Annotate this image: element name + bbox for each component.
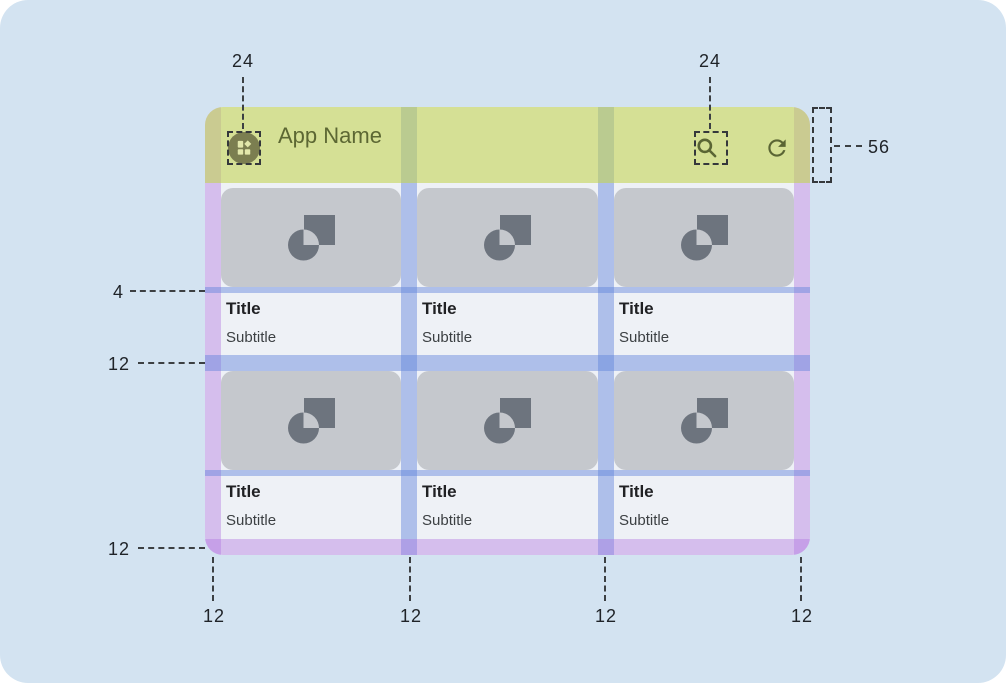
annotation-dash-line	[409, 557, 411, 601]
card-image[interactable]	[221, 188, 401, 287]
image-placeholder-icon	[484, 214, 531, 260]
image-placeholder-icon	[680, 397, 728, 443]
app-title: App Name	[278, 123, 382, 148]
annotation-dash-line	[834, 145, 862, 147]
dashboard-icon	[237, 140, 252, 155]
annotation-icon-size-left: 24	[231, 51, 255, 71]
annotation-margin-width: 12	[790, 606, 814, 626]
card-image[interactable]	[614, 371, 794, 470]
card-text[interactable]: Title Subtitle	[221, 293, 401, 355]
card-subtitle: Subtitle	[619, 512, 670, 529]
image-placeholder-icon	[287, 214, 335, 260]
card-subtitle: Subtitle	[226, 329, 277, 346]
annotation-appbar-height: 56	[868, 137, 891, 157]
annotation-gutter-width: 12	[594, 606, 618, 626]
search-24dp-keyline-box	[694, 131, 728, 165]
card-image[interactable]	[221, 371, 401, 470]
card-image[interactable]	[417, 371, 598, 470]
annotation-dash-line	[709, 77, 711, 129]
image-placeholder-icon	[680, 214, 728, 260]
card-image[interactable]	[417, 188, 598, 287]
appbar-height-bracket	[812, 107, 832, 183]
annotation-row-gap: 12	[107, 354, 130, 374]
annotation-bottom-margin: 12	[107, 539, 130, 559]
refresh-icon[interactable]	[764, 135, 790, 161]
row-gap-overlay	[205, 355, 810, 371]
app-bar: App Name	[205, 107, 810, 183]
image-placeholder-icon	[287, 397, 335, 443]
app-window: Title Subtitle Title Subtitle Title Subt…	[205, 107, 810, 555]
annotation-gutter-width: 12	[399, 606, 423, 626]
annotation-dash-line	[212, 557, 214, 601]
card-title: Title	[619, 299, 654, 318]
card-text[interactable]: Title Subtitle	[417, 293, 598, 355]
card-text[interactable]: Title Subtitle	[221, 476, 401, 538]
bottom-margin-overlay	[205, 539, 810, 555]
annotation-margin-width: 12	[202, 606, 226, 626]
card-subtitle: Subtitle	[422, 329, 473, 346]
card-text[interactable]: Title Subtitle	[417, 476, 598, 538]
card-subtitle: Subtitle	[226, 512, 277, 529]
annotation-dash-line	[130, 290, 205, 292]
card-title: Title	[226, 299, 261, 318]
card-text[interactable]: Title Subtitle	[614, 476, 794, 538]
annotation-dash-line	[138, 362, 205, 364]
card-subtitle: Subtitle	[619, 329, 670, 346]
annotation-dash-line	[604, 557, 606, 601]
app-logo-button[interactable]	[228, 132, 260, 164]
annotation-dash-line	[242, 77, 244, 129]
annotation-image-text-gap: 4	[112, 282, 124, 302]
card-subtitle: Subtitle	[422, 512, 473, 529]
card-text[interactable]: Title Subtitle	[614, 293, 794, 355]
card-title: Title	[226, 482, 261, 501]
card-title: Title	[422, 299, 457, 318]
card-title: Title	[619, 482, 654, 501]
card-image[interactable]	[614, 188, 794, 287]
annotation-icon-size-right: 24	[698, 51, 722, 71]
search-icon[interactable]	[694, 135, 720, 161]
image-placeholder-icon	[484, 397, 531, 443]
annotation-dash-line	[800, 557, 802, 601]
logo-24dp-keyline-box	[227, 131, 261, 165]
card-title: Title	[422, 482, 457, 501]
annotation-dash-line	[138, 547, 205, 549]
